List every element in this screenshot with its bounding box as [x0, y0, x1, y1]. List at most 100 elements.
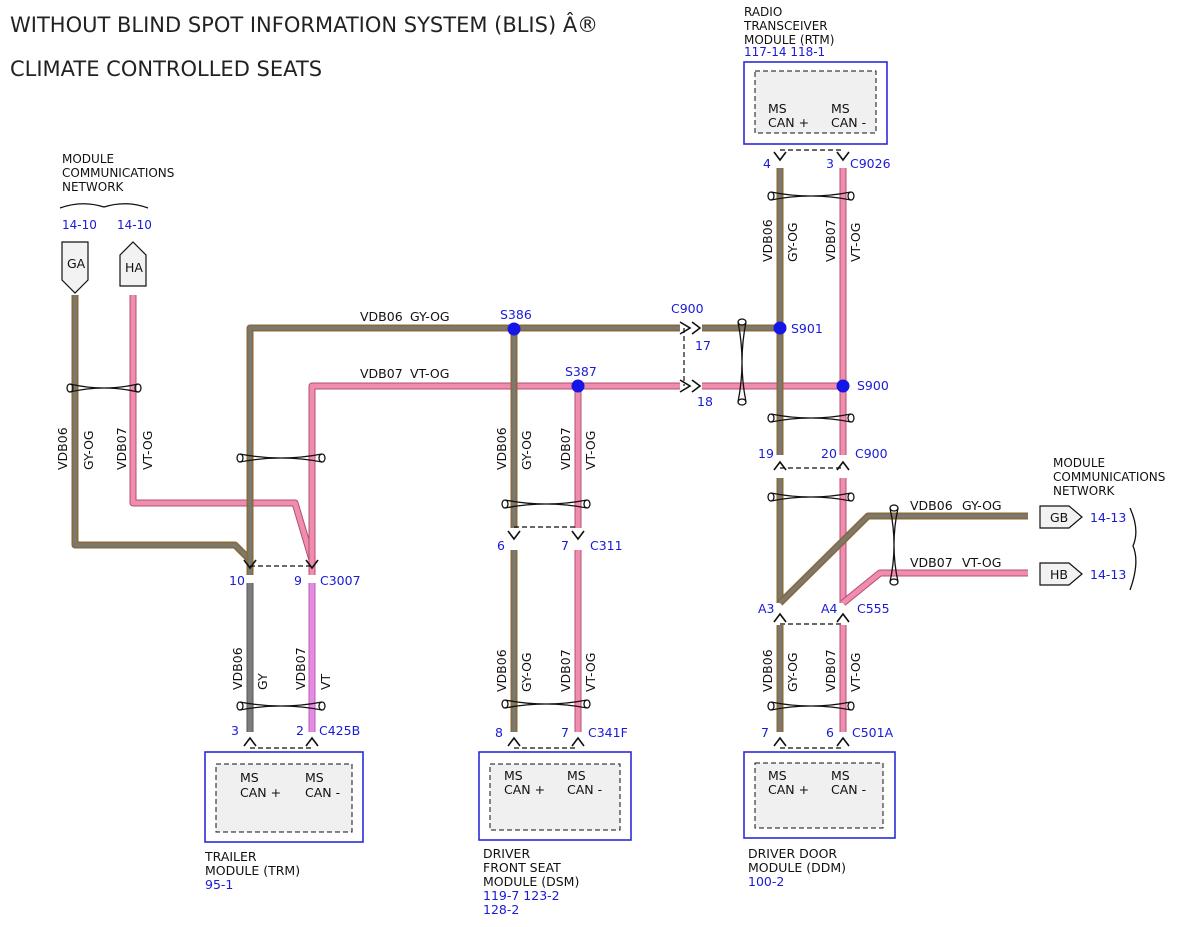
left-network-label-2: COMMUNICATIONS	[62, 166, 174, 180]
wire-label-vdb07-dsm-upper: VDB07	[558, 427, 573, 470]
c900-pin-19: 19	[758, 446, 774, 461]
ddm-pin-label: MS	[831, 768, 850, 783]
wire-label-vdb06-dsm-lower: VDB06	[494, 649, 509, 692]
wire-label-vdb07-trm: VDB07	[293, 647, 308, 690]
connector-ha-label: HA	[125, 260, 143, 275]
dsm-ref-2: 128-2	[483, 902, 519, 917]
twist-mark	[504, 499, 588, 509]
wire-label-vt-trm: VT	[318, 673, 333, 690]
module-ddm: MS CAN + MS CAN -	[743, 751, 896, 839]
splice-s900-dot	[836, 379, 850, 393]
right-network-label-3: NETWORK	[1053, 484, 1116, 498]
splice-s387-label: S387	[565, 364, 597, 379]
rtm-name-2: TRANSCEIVER	[743, 19, 828, 33]
rtm-pin-label: MS	[831, 101, 850, 116]
wire-label-vdb06-top: VDB06	[360, 309, 403, 324]
wire-gyog-left-network-edge	[71, 295, 254, 575]
connector-gb-icon	[1039, 505, 1083, 529]
twist-mark	[770, 413, 852, 423]
twist-mark	[770, 492, 852, 502]
wire-label-vdb06-trm: VDB06	[230, 647, 245, 690]
wire-label-vtog-left: VT-OG	[140, 431, 155, 470]
wire-vtog-left-network-core	[130, 295, 315, 575]
rtm-pin-label: CAN -	[831, 115, 866, 130]
module-rtm: MS CAN + MS CAN -	[743, 61, 888, 145]
wire-vtog-right-network-core	[841, 570, 1028, 605]
c3007-pin-10: 10	[229, 573, 245, 588]
twist-mark	[770, 701, 852, 711]
c341f-pin-7: 7	[561, 725, 569, 740]
c9026-label: C9026	[850, 156, 891, 171]
dsm-pin-label: CAN -	[567, 782, 602, 797]
dsm-pin-label: MS	[567, 768, 586, 783]
ddm-pin-label: MS	[768, 768, 787, 783]
wire-label-vdb06-left: VDB06	[55, 427, 70, 470]
dsm-name-2: FRONT SEAT	[483, 860, 561, 875]
c900-pin-18: 18	[697, 394, 713, 409]
right-network-ref-hb: 14-13	[1090, 567, 1126, 582]
dsm-pin-label: MS	[504, 768, 523, 783]
diagram-title: WITHOUT BLIND SPOT INFORMATION SYSTEM (B…	[10, 12, 598, 37]
twist-mark-vertical	[889, 507, 899, 583]
left-network-ref-ga: 14-10	[62, 218, 97, 232]
twist-mark	[69, 383, 139, 393]
wires	[71, 168, 1028, 732]
left-network-label-3: NETWORK	[62, 180, 125, 194]
connector-hb-icon	[1039, 562, 1083, 586]
wire-label-vtog-dsm-lower: VT-OG	[583, 653, 598, 692]
wire-label-gyog-rtm: GY-OG	[785, 222, 800, 262]
right-network-label-2: COMMUNICATIONS	[1053, 470, 1165, 484]
c311-label: C311	[590, 538, 623, 553]
connector-gb-label: GB	[1050, 510, 1068, 525]
c9026-pin-3: 3	[826, 156, 834, 171]
dsm-ref-1: 119-7 123-2	[483, 888, 560, 903]
wire-label-vtog-right: VT-OG	[962, 555, 1001, 570]
wire-vtog-left-network-edge	[129, 295, 316, 575]
twist-mark-vertical	[737, 321, 747, 403]
twist-mark	[239, 701, 323, 711]
left-network-label-1: MODULE	[62, 152, 114, 166]
c501a-pin-6: 6	[826, 725, 834, 740]
splice-s901-label: S901	[791, 321, 823, 336]
ddm-pin-label: CAN +	[768, 782, 809, 797]
trm-pin-label: MS	[305, 770, 324, 785]
diagram-subtitle: CLIMATE CONTROLLED SEATS	[10, 57, 322, 81]
splice-s387-dot	[571, 379, 585, 393]
rtm-pin-label: MS	[768, 101, 787, 116]
twist-mark	[239, 453, 323, 463]
ddm-pin-label: CAN -	[831, 782, 866, 797]
splice-points	[507, 321, 850, 393]
trm-pin-label: CAN +	[240, 785, 281, 800]
connector-hb-label: HB	[1050, 567, 1068, 582]
c555-label: C555	[857, 601, 890, 616]
ddm-ref: 100-2	[748, 874, 784, 889]
wire-label-vdb07-left: VDB07	[114, 427, 129, 470]
dsm-name-3: MODULE (DSM)	[483, 874, 579, 889]
wire-label-gyog-dsm-upper: GY-OG	[519, 430, 534, 470]
wire-label-vtog-top: VT-OG	[410, 366, 449, 381]
wire-label-vdb07-top: VDB07	[360, 366, 403, 381]
right-network-label-1: MODULE	[1053, 456, 1105, 470]
c425b-label: C425B	[319, 723, 360, 738]
splice-s386-label: S386	[500, 307, 532, 322]
c555-pin-a4: A4	[821, 601, 838, 616]
c311-pin-6: 6	[497, 538, 505, 553]
wire-label-gyog-left: GY-OG	[81, 430, 96, 470]
ddm-name-1: DRIVER DOOR	[748, 846, 837, 861]
c501a-label: C501A	[852, 725, 894, 740]
wire-label-vtog-rtm: VT-OG	[848, 223, 863, 262]
left-network-brace	[59, 203, 149, 209]
dsm-name-1: DRIVER	[483, 846, 530, 861]
wire-label-vdb06-rtm: VDB06	[760, 219, 775, 262]
rtm-ref: 117-14 118-1	[744, 45, 825, 59]
c311-pin-7: 7	[561, 538, 569, 553]
splice-s386-dot	[507, 322, 521, 336]
wire-vtog-bus-edge	[308, 382, 680, 575]
twisted-pair-marks	[66, 191, 899, 711]
wire-label-vdb07-rtm: VDB07	[823, 219, 838, 262]
twist-mark	[504, 699, 588, 709]
wire-label-gyog-dsm-lower: GY-OG	[519, 652, 534, 692]
connector-ga-label: GA	[67, 256, 86, 271]
wire-label-vtog-dsm-upper: VT-OG	[583, 431, 598, 470]
